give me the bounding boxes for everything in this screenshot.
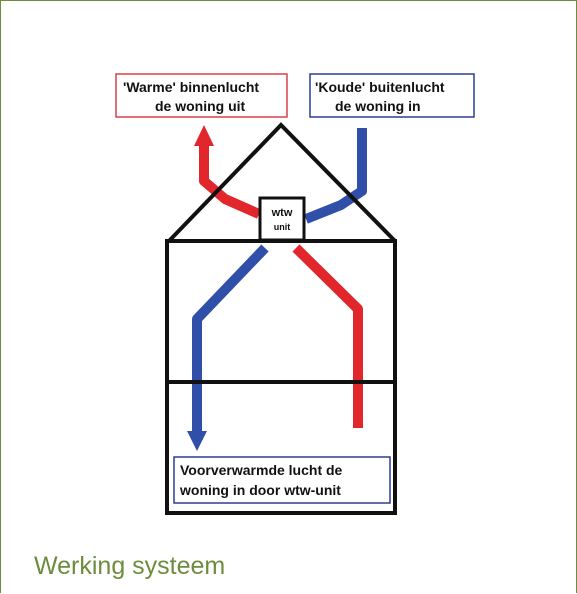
house-roof (167, 122, 397, 243)
preheated-supply-arrowhead-icon (187, 431, 207, 451)
warm-air-label-line2: de woning uit (155, 98, 246, 114)
cold-air-label-line2: de woning in (335, 98, 421, 114)
cold-air-label-box (309, 73, 475, 118)
preheated-air-label-box (173, 456, 391, 504)
figure-caption: Werking systeem (34, 552, 226, 580)
warm-exhaust-duct (199, 146, 262, 219)
wtw-unit-label: wtw (271, 207, 293, 219)
preheated-air-label-line2: woning in door wtw-unit (179, 482, 341, 498)
wtw-unit-box (258, 196, 306, 242)
wtw-unit-sublabel: unit (274, 222, 291, 232)
warm-exhaust-arrowhead-icon (194, 125, 214, 146)
cold-intake-duct (304, 128, 367, 224)
warm-air-label-box (115, 73, 288, 118)
cold-air-label-line1: 'Koude' buitenlucht (315, 79, 445, 95)
preheated-air-label-line1: Voorverwarmde lucht de (180, 462, 343, 478)
warm-extract-duct (292, 244, 363, 428)
preheated-supply-duct (192, 244, 269, 431)
warm-air-label-line1: 'Warme' binnenlucht (123, 79, 259, 95)
